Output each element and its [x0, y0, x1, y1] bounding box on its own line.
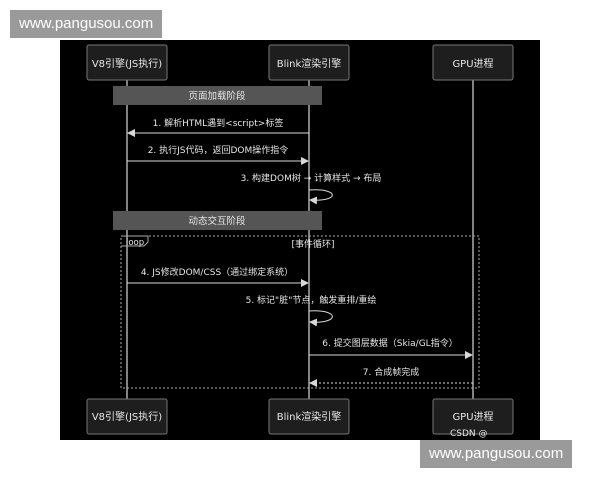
- message-arrow-3-self: [308, 189, 333, 205]
- participant-label: V8引擎(JS执行): [92, 57, 162, 70]
- message-label-6: 6. 提交图层数据（Skia/GL指令）: [322, 337, 457, 349]
- watermark-bottom: www.pangusou.com: [420, 440, 573, 468]
- participant-label: GPU进程: [452, 58, 493, 70]
- participant-gpu-top: GPU进程: [432, 44, 514, 81]
- csdn-credit: CSDN @: [450, 429, 488, 439]
- loop-fragment: loop [事件循环]: [120, 235, 480, 389]
- phase-bar-interaction: [113, 211, 322, 230]
- phase-label: 页面加载阶段: [188, 90, 246, 102]
- participant-label: Blink渲染引擎: [277, 57, 342, 70]
- participant-v8-bottom: V8引擎(JS执行): [86, 398, 168, 435]
- participant-label: Blink渲染引擎: [277, 410, 342, 423]
- sequence-diagram: V8引擎(JS执行) Blink渲染引擎 GPU进程 页面加载阶段 1. 解析H…: [60, 40, 540, 440]
- participant-blink-top: Blink渲染引擎: [268, 44, 350, 81]
- message-label-5: 5. 标记"脏"节点，触发重排/重绘: [246, 294, 377, 306]
- participant-label: V8引擎(JS执行): [92, 410, 162, 423]
- participant-blink-bottom: Blink渲染引擎: [268, 398, 350, 435]
- participant-v8-top: V8引擎(JS执行): [86, 44, 168, 81]
- message-label-7: 7. 合成帧完成: [363, 366, 419, 378]
- message-label-3: 3. 构建DOM树 → 计算样式 → 布局: [241, 172, 382, 184]
- watermark-top: www.pangusou.com: [10, 10, 163, 38]
- participant-gpu-bottom: GPU进程: [432, 398, 514, 435]
- loop-tag: loop: [126, 238, 144, 248]
- loop-condition: [事件循环]: [291, 238, 334, 250]
- message-label-2: 2. 执行JS代码，返回DOM操作指令: [148, 144, 289, 156]
- message-label-4: 4. JS修改DOM/CSS（通过绑定系统）: [141, 266, 293, 278]
- message-arrow-5-self: [308, 310, 333, 327]
- phase-bar-loading: [113, 86, 322, 105]
- participant-label: GPU进程: [452, 411, 493, 423]
- diagram-background: [60, 40, 540, 440]
- message-label-1: 1. 解析HTML遇到<script>标签: [153, 117, 284, 129]
- phase-label: 动态交互阶段: [188, 215, 246, 227]
